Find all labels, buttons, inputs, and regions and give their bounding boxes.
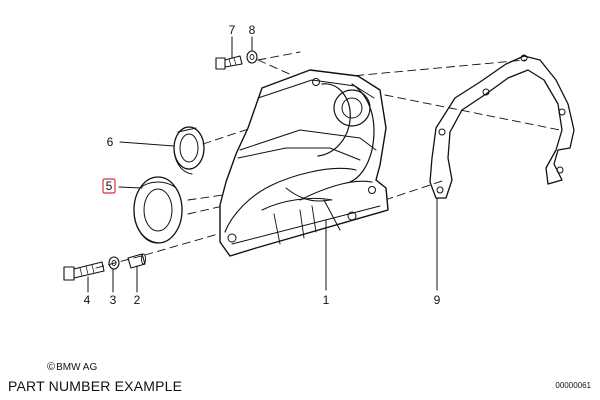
washer-3-part bbox=[108, 256, 120, 270]
diagram-code: 00000061 bbox=[555, 381, 591, 390]
callout-7: 7 bbox=[229, 23, 236, 37]
copyright-notice: ©BMW AG bbox=[47, 361, 97, 373]
bolt-7-part bbox=[215, 55, 243, 70]
dowel-2-part bbox=[127, 253, 146, 269]
copyright-symbol: © bbox=[47, 361, 56, 373]
callout-6: 6 bbox=[107, 135, 114, 149]
gasket-part bbox=[429, 54, 575, 199]
callout-5-highlight bbox=[102, 178, 116, 194]
callout-3: 3 bbox=[110, 293, 117, 307]
copyright-text: BMW AG bbox=[56, 362, 98, 373]
callout-4: 4 bbox=[84, 293, 91, 307]
washer-8-part bbox=[246, 50, 258, 64]
callout-8: 8 bbox=[249, 23, 256, 37]
callout-9: 9 bbox=[434, 293, 441, 307]
shaft-seal-6-part bbox=[173, 126, 205, 175]
shaft-seal-5-part bbox=[133, 176, 183, 244]
callout-5: 5 bbox=[106, 179, 113, 193]
leader-lines bbox=[87, 36, 438, 293]
timing-cover-part bbox=[219, 69, 389, 257]
diagram-title: PART NUMBER EXAMPLE bbox=[8, 378, 183, 394]
callout-2: 2 bbox=[134, 293, 141, 307]
callout-1: 1 bbox=[323, 293, 330, 307]
bolt-4-part bbox=[63, 261, 105, 281]
